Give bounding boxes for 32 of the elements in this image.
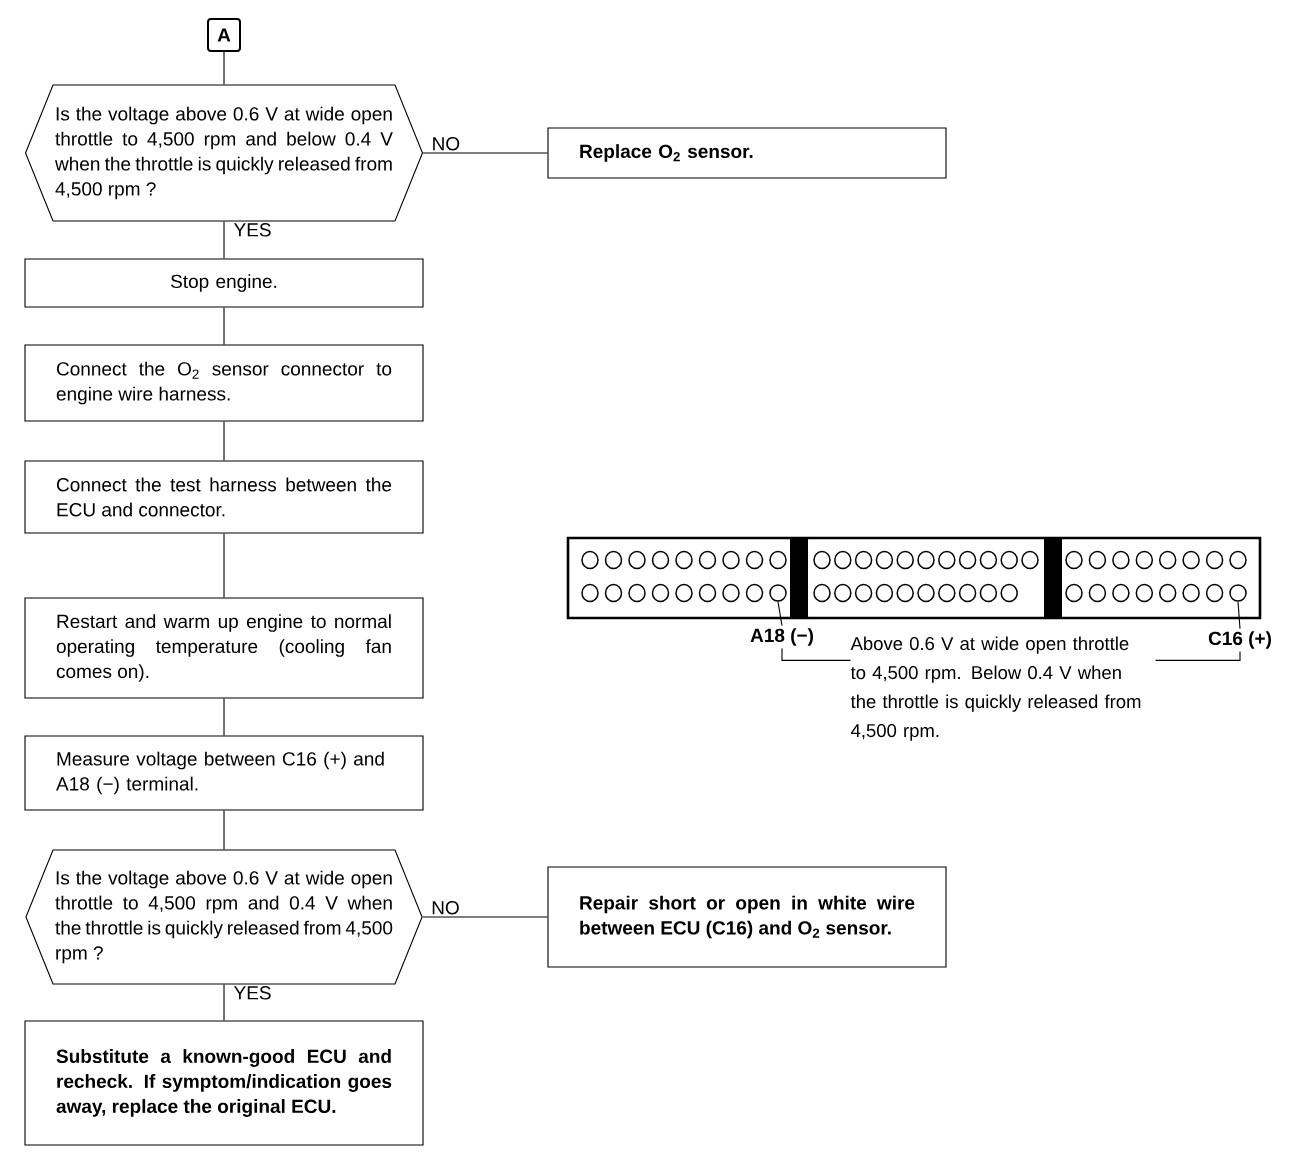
connector-line bbox=[223, 221, 225, 259]
pin-circle bbox=[1229, 584, 1247, 602]
connector-line bbox=[223, 533, 225, 598]
connector-line bbox=[223, 984, 225, 1021]
decision-hexagon: Is the voltage above 0.6 V at wide open throttle to 4,500 rpm and below 0.4 V when the throttle is quickly released from 4,500 rpm ? bbox=[24, 84, 424, 222]
process-box: Repair short or open in white wire between ECU (C16) and O$_{2}$ sensor. bbox=[547, 866, 947, 968]
leader-line bbox=[1237, 601, 1241, 630]
process-box: Connect the test harness between the ECU and connector. bbox=[24, 460, 424, 534]
leader-line bbox=[777, 601, 783, 627]
process-box: Connect the O$_{2}$ sensor connector to engine wire harness. bbox=[24, 344, 424, 422]
edge-label: YES bbox=[234, 223, 271, 237]
edge-label: NO bbox=[432, 901, 459, 915]
decision-hexagon: Is the voltage above 0.6 V at wide open throttle to 4,500 rpm and 0.4 V when the throttle is quickly released from 4,500 rpm ? bbox=[25, 849, 423, 985]
connector-line bbox=[422, 152, 548, 154]
process-box: Measure voltage between C16 (+) and A18 (−) terminal. bbox=[24, 735, 424, 811]
connector-line bbox=[223, 51, 225, 85]
terminal-label: C16 (+) bbox=[1208, 631, 1271, 649]
process-box: Substitute a known-good ECU and recheck. If symptom/indication goes away, replace the original ECU. bbox=[24, 1020, 424, 1146]
connector-line bbox=[223, 307, 225, 345]
connector-line bbox=[223, 698, 225, 736]
connector-line bbox=[422, 916, 548, 918]
pin-circle bbox=[769, 584, 787, 602]
edge-label: NO bbox=[433, 137, 460, 151]
connector-line bbox=[223, 421, 225, 461]
connector-line bbox=[223, 810, 225, 850]
connector-letter-box: A bbox=[207, 18, 241, 52]
process-box: Restart and warm up engine to normal operating temperature (cooling fan comes on). bbox=[24, 597, 424, 699]
edge-label: YES bbox=[234, 986, 271, 1000]
process-box: Replace O$_{2}$ sensor. bbox=[547, 127, 947, 179]
note-text: Above 0.6 V at wide open throttle to 4,500 rpm. Below 0.4 V when the throttle is quickly released from 4,500 rpm. bbox=[850, 636, 1156, 741]
terminal-label: A18 (−) bbox=[750, 628, 813, 646]
process-box: Stop engine. bbox=[24, 258, 424, 308]
